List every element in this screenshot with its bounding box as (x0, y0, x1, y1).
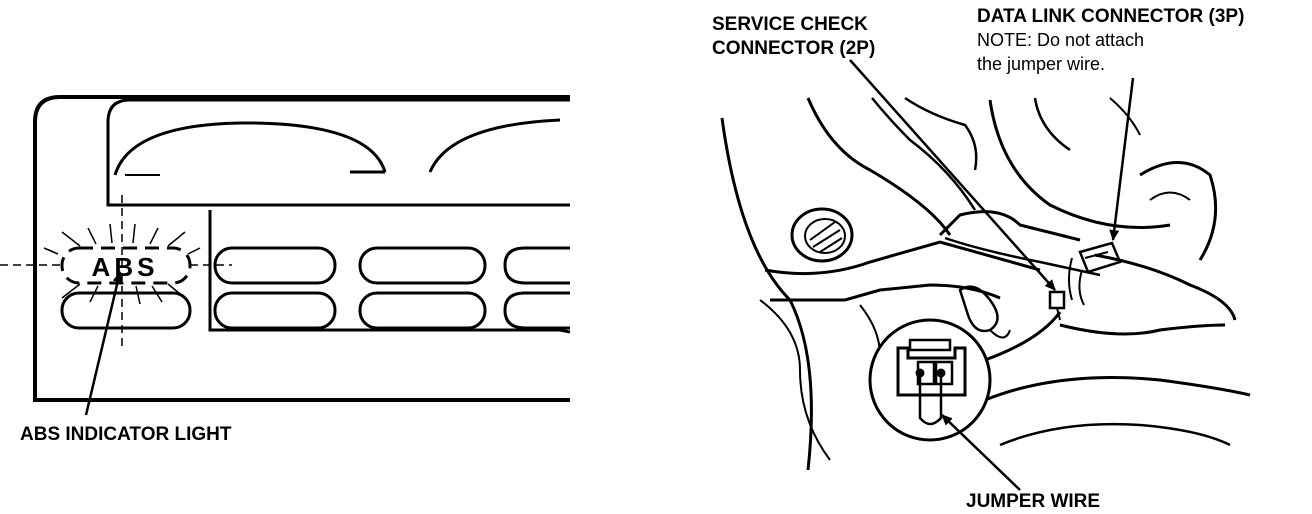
data-link-note-line2: the jumper wire. (977, 54, 1105, 74)
dashboard-underside-illustration (720, 96, 1251, 471)
service-check-label-line2: CONNECTOR (2P) (712, 38, 875, 59)
jumper-wire-arrow (941, 414, 1021, 491)
abs-indicator-light-label: ABS INDICATOR LIGHT (20, 424, 232, 445)
service-check-arrow (849, 59, 1056, 291)
instrument-cluster-illustration (0, 95, 571, 402)
service-check-label-line1: SERVICE CHECK (712, 14, 868, 35)
data-link-connector-arrow (1109, 77, 1135, 241)
jumper-wire-label: JUMPER WIRE (966, 491, 1100, 512)
data-link-note-line1: NOTE: Do not attach (977, 30, 1144, 50)
abs-glow-rays (43, 223, 201, 305)
data-link-connector-label: DATA LINK CONNECTOR (3P) (977, 6, 1244, 27)
service-check-connector-detail (868, 318, 992, 442)
abs-indicator-arrow (84, 271, 123, 416)
abs-indicator-text: ABS (92, 252, 159, 282)
